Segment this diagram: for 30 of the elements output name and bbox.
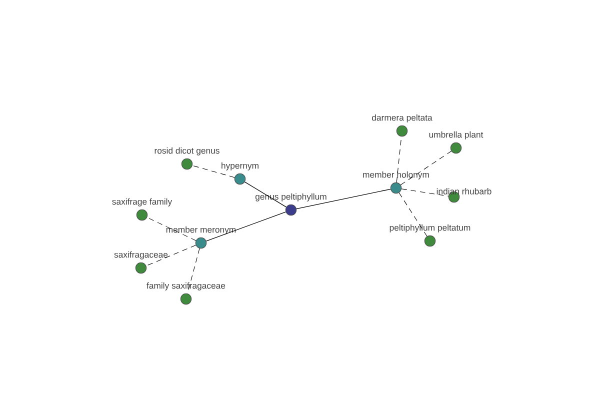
connector (187, 248, 200, 294)
graph-node: umbrella plant (429, 131, 484, 154)
connector (206, 212, 286, 242)
node-label: saxifragaceae (114, 251, 168, 260)
connector (192, 165, 235, 178)
node-label: umbrella plant (429, 131, 484, 140)
node-label: member meronym (166, 226, 236, 234)
node-label: peltiphyllum peltatum (390, 224, 470, 232)
connector (146, 244, 196, 266)
connector (296, 188, 391, 210)
node-label: rosid dicot genus (154, 147, 220, 156)
graph-node: indian rhubarb (436, 188, 492, 203)
graph-node: member meronym (166, 226, 236, 249)
graph-node: peltiphyllum peltatum (390, 224, 470, 247)
node-label: hypernym (222, 162, 258, 170)
connector (244, 182, 287, 208)
graph-node: member holonym (363, 171, 429, 194)
connector (401, 188, 449, 196)
node-label: saxifrage family (112, 198, 172, 206)
graph-node: hypernym (222, 162, 258, 185)
graph-node: saxifragaceae (114, 251, 168, 274)
connector (146, 217, 196, 241)
graph-node: rosid dicot genus (154, 147, 220, 170)
node-label: darmera peltata (372, 114, 432, 122)
node-label: indian rhubarb (436, 188, 492, 194)
connector (398, 192, 428, 237)
graph-node: saxifrage family (112, 198, 172, 221)
connector (400, 150, 452, 186)
connector (396, 136, 402, 183)
node-label: member holonym (363, 171, 429, 180)
